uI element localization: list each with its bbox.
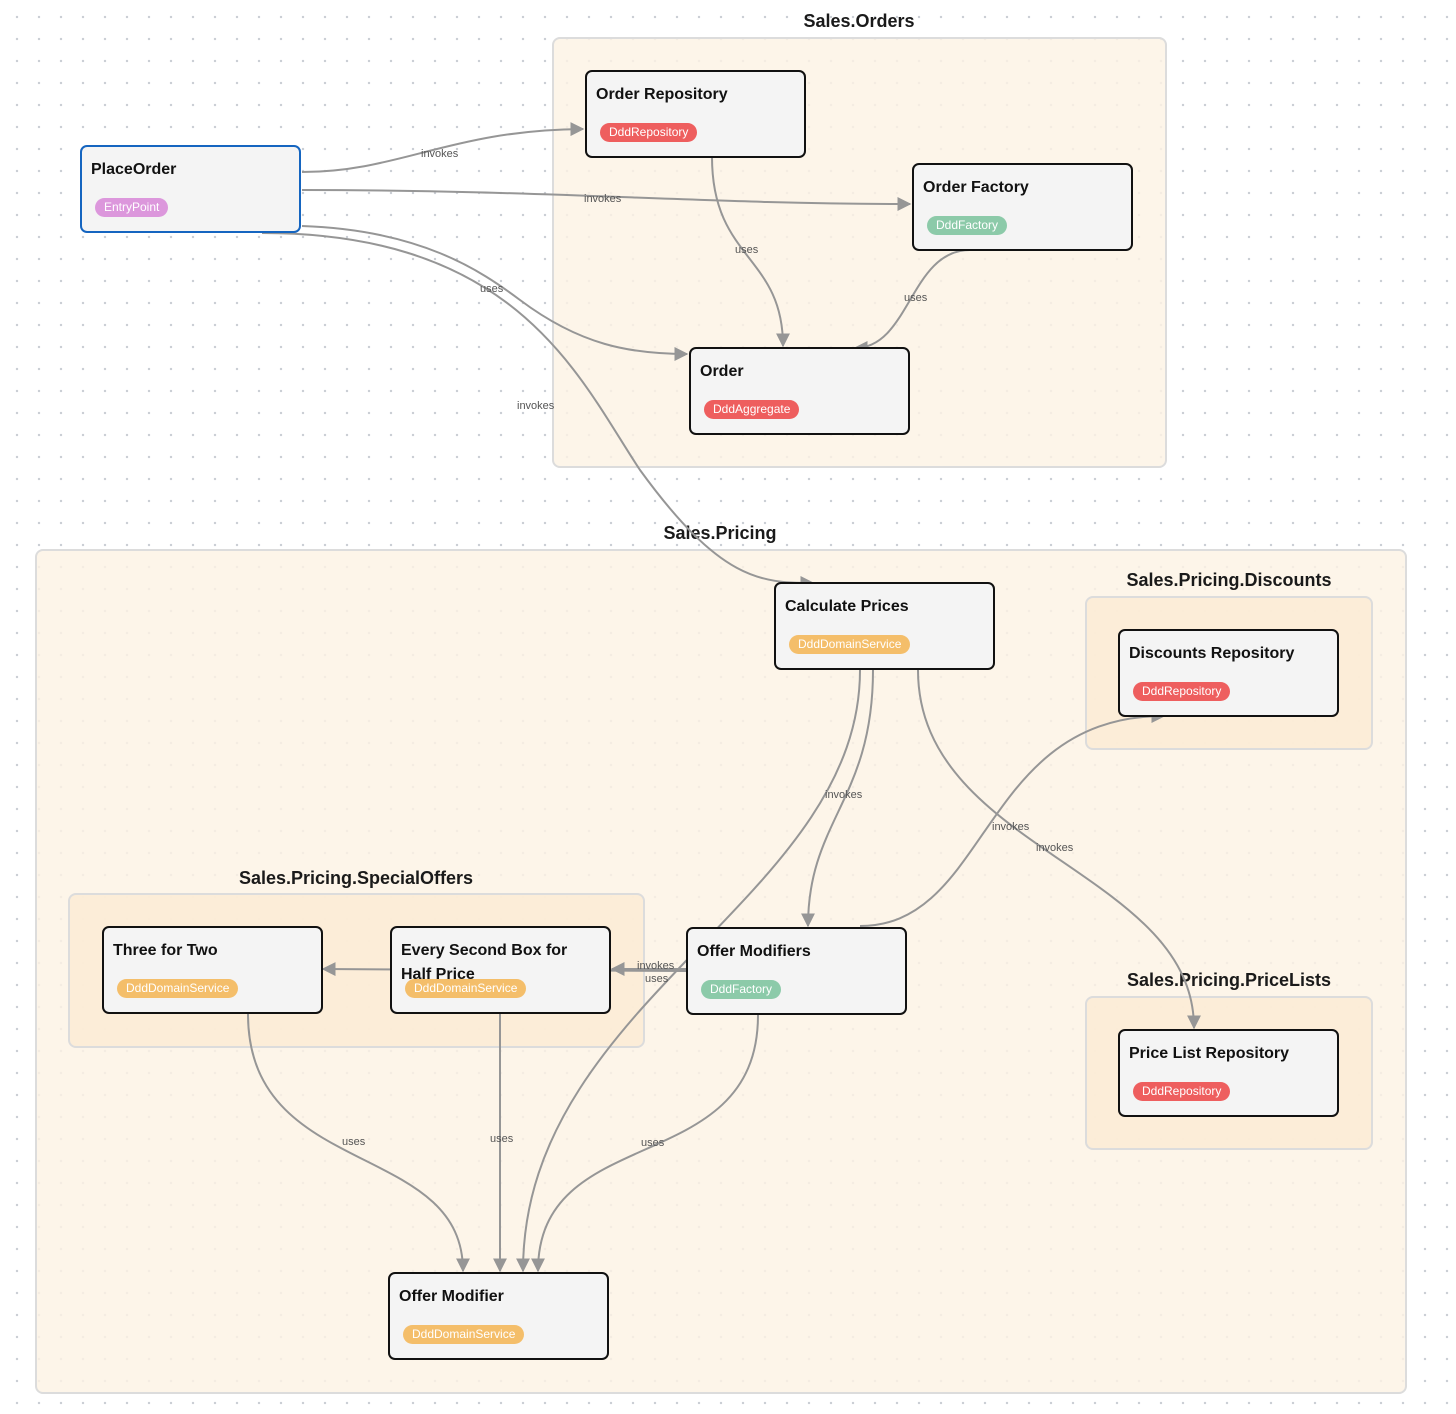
edge-calcprices-offermodifiers[interactable] xyxy=(801,669,874,928)
node-title: Discounts Repository xyxy=(1129,645,1295,662)
badge-ddddomainservice: DddDomainService xyxy=(403,1325,525,1344)
node-title: Price List Repository xyxy=(1129,1045,1290,1062)
edge-placeorder-calcprices[interactable] xyxy=(261,232,815,590)
edge-label: invokes xyxy=(584,193,622,205)
group-title-sales-pricing-pricelists: Sales.Pricing.PriceLists xyxy=(1126,970,1332,990)
node-title: Order xyxy=(700,363,744,380)
edge-label: uses xyxy=(490,1133,514,1145)
node-title: Order Factory xyxy=(923,179,1029,196)
edge-label: invokes xyxy=(992,821,1030,833)
group-title-sales-pricing-specialoffers: Sales.Pricing.SpecialOffers xyxy=(238,868,474,888)
node-title: PlaceOrder xyxy=(91,161,177,178)
edge-label: uses xyxy=(645,973,669,985)
edge-label: uses xyxy=(342,1136,366,1148)
group-title-sales-pricing: Sales.Pricing xyxy=(663,523,777,543)
edge-label: uses xyxy=(641,1137,665,1149)
node-title: Calculate Prices xyxy=(785,598,909,615)
edge-label: invokes xyxy=(637,960,675,972)
edge-label: uses xyxy=(904,292,928,304)
edge-threefortwo-offermodifier[interactable] xyxy=(247,1013,470,1273)
badge-dddaggregate: DddAggregate xyxy=(704,400,800,419)
node-price-list-repository[interactable]: Price List Repository DddRepository xyxy=(1118,1029,1339,1117)
edge-label: invokes xyxy=(1036,842,1074,854)
badge-dddrepository: DddRepository xyxy=(1133,1082,1231,1101)
badge-ddddomainservice: DddDomainService xyxy=(789,635,911,654)
edge-placeorder-orderfactory[interactable] xyxy=(301,189,912,211)
edge-orderrepo-order[interactable] xyxy=(711,156,790,348)
node-three-for-two[interactable]: Three for Two DddDomainService xyxy=(102,926,323,1014)
badge-dddrepository: DddRepository xyxy=(600,123,698,142)
badge-ddddomainservice: DddDomainService xyxy=(405,979,527,998)
badge-dddrepository: DddRepository xyxy=(1133,682,1231,701)
node-calculate-prices[interactable]: Calculate Prices DddDomainService xyxy=(774,582,995,670)
edge-offermodifiers-offermodifier[interactable] xyxy=(531,1014,759,1273)
node-placeorder[interactable]: PlaceOrder EntryPoint xyxy=(80,145,301,233)
edge-calcprices-pricelistrepo[interactable] xyxy=(917,669,1201,1030)
node-title: Order Repository xyxy=(596,86,728,103)
node-order-repository[interactable]: Order Repository DddRepository xyxy=(585,70,806,158)
edge-label: invokes xyxy=(825,789,863,801)
edge-placeorder-order[interactable] xyxy=(301,225,689,361)
group-title-sales-orders: Sales.Orders xyxy=(803,11,915,31)
node-title: Offer Modifiers xyxy=(697,943,811,960)
edge-label: uses xyxy=(480,283,504,295)
group-title-sales-pricing-discounts: Sales.Pricing.Discounts xyxy=(1126,570,1332,590)
edge-label: uses xyxy=(735,244,759,256)
badge-entrypoint: EntryPoint xyxy=(95,198,169,217)
node-title: Every Second Box for Half Price xyxy=(401,942,568,983)
edge-label: invokes xyxy=(421,148,459,160)
edge-placeorder-orderrepo[interactable] xyxy=(301,122,585,173)
edge-offermodifiers-discountsrepo[interactable] xyxy=(859,709,1166,927)
node-title: Three for Two xyxy=(113,942,218,959)
node-offer-modifiers[interactable]: Offer Modifiers DddFactory xyxy=(686,927,907,1015)
node-order[interactable]: Order DddAggregate xyxy=(689,347,910,435)
node-order-factory[interactable]: Order Factory DddFactory xyxy=(912,163,1133,251)
edge-label: invokes xyxy=(517,400,555,412)
badge-dddfactory: DddFactory xyxy=(927,216,1008,235)
badge-dddfactory: DddFactory xyxy=(701,980,782,999)
badge-ddddomainservice: DddDomainService xyxy=(117,979,239,998)
edge-orderfactory-order[interactable] xyxy=(853,249,971,355)
node-offer-modifier[interactable]: Offer Modifier DddDomainService xyxy=(388,1272,609,1360)
node-every-second-box[interactable]: Every Second Box for Half Price DddDomai… xyxy=(390,926,611,1014)
node-title: Offer Modifier xyxy=(399,1288,504,1305)
node-discounts-repository[interactable]: Discounts Repository DddRepository xyxy=(1118,629,1339,717)
